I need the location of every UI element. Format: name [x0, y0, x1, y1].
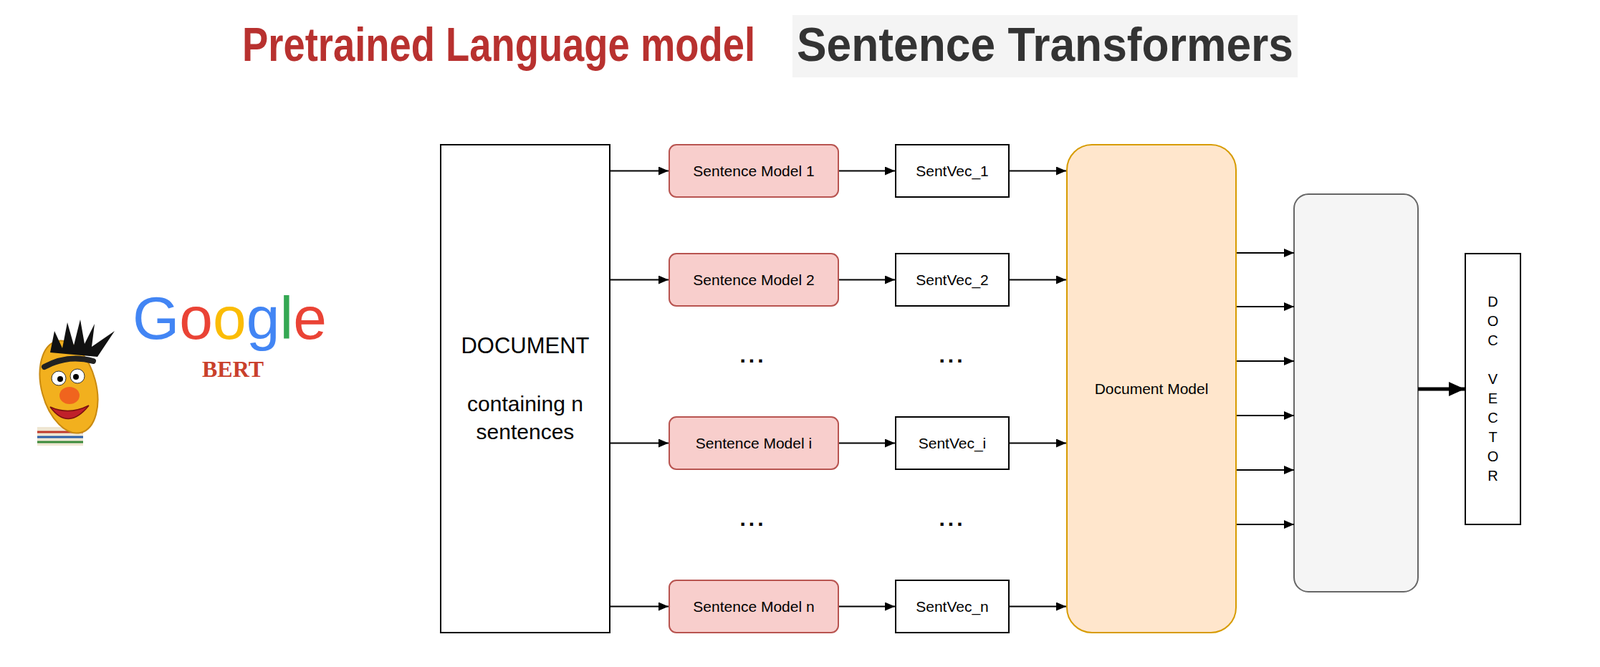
- pooling-block: [1294, 194, 1419, 592]
- shirt-stripe: [37, 436, 84, 439]
- shirt-stripe: [37, 441, 84, 444]
- arrow-connector: [610, 170, 669, 172]
- pooling-arrow: [1236, 252, 1295, 254]
- sentence-model-box: Sentence Model i: [668, 416, 840, 471]
- logo-wordmark: Google: [132, 283, 327, 353]
- document-model-box: Document Model: [1066, 144, 1237, 634]
- heading-band: [792, 15, 1298, 78]
- ellipsis: ...: [938, 506, 966, 531]
- sentence-vector-box: SentVec_n: [894, 579, 1010, 634]
- pupil: [73, 374, 79, 380]
- pooling-arrows: [1236, 252, 1295, 525]
- sentence-vector-box: SentVec_1: [894, 144, 1010, 198]
- logo-subtitle: BERT: [202, 355, 264, 383]
- title: Pretrained Language model: [242, 15, 756, 74]
- eye: [70, 369, 85, 384]
- arrow-connector: [1009, 442, 1067, 445]
- node-text: Sentence Model 2: [692, 270, 814, 290]
- arrow-connector: [1009, 606, 1067, 608]
- node-text: DOCUMENT: [460, 331, 589, 361]
- arrow-connector: [610, 279, 669, 281]
- ellipsis: ...: [739, 343, 766, 368]
- sentence-model-box: Sentence Model n: [668, 579, 840, 634]
- doc-vector-box: DOC VECTOR: [1464, 252, 1522, 526]
- arrow-connector: [1009, 279, 1067, 281]
- node-text: Sentence Model i: [695, 433, 812, 453]
- node-text: containing n sentences: [453, 389, 597, 446]
- arrow-connector: [839, 279, 895, 281]
- arrow-connector: [839, 170, 895, 172]
- sentence-vector-box: SentVec_2: [894, 252, 1010, 307]
- eye: [51, 371, 66, 386]
- sentence-model-box: Sentence Model 2: [668, 252, 840, 307]
- pooling-arrow: [1236, 469, 1295, 471]
- output-arrow: [1418, 387, 1465, 392]
- bert-muppet: [30, 319, 115, 446]
- node-text: SentVec_1: [915, 161, 989, 181]
- pooling-arrow: [1236, 523, 1295, 526]
- node-text: SentVec_n: [915, 596, 989, 617]
- node-text: Document Model: [1094, 379, 1209, 399]
- mouth: [50, 405, 89, 420]
- ellipsis: ...: [938, 343, 966, 368]
- arrow-connector: [839, 442, 895, 445]
- node-text: DOC VECTOR: [1484, 292, 1502, 486]
- arrow-connector: [610, 606, 669, 608]
- ellipsis: ...: [739, 506, 766, 531]
- sentence-model-box: Sentence Model 1: [668, 144, 840, 198]
- eyebrow: [44, 358, 94, 367]
- node-text: SentVec_2: [915, 270, 989, 290]
- arrow-connector: [1009, 170, 1067, 172]
- pooling-arrow: [1236, 414, 1295, 417]
- pupil: [57, 376, 64, 382]
- arrow-connector: [839, 606, 895, 608]
- nose: [59, 386, 80, 405]
- arrow-connector: [610, 442, 669, 445]
- pooling-arrow: [1236, 305, 1295, 308]
- hair: [50, 319, 115, 357]
- node-text: SentVec_i: [918, 433, 987, 453]
- node-text: Sentence Model n: [692, 596, 814, 617]
- pooling-arrow: [1236, 360, 1295, 362]
- node-text: Sentence Model 1: [692, 161, 814, 181]
- sentence-vector-box: SentVec_i: [894, 416, 1010, 471]
- heading: Sentence Transformers: [796, 15, 1294, 74]
- document-box: DOCUMENT containing n sentences: [439, 144, 611, 634]
